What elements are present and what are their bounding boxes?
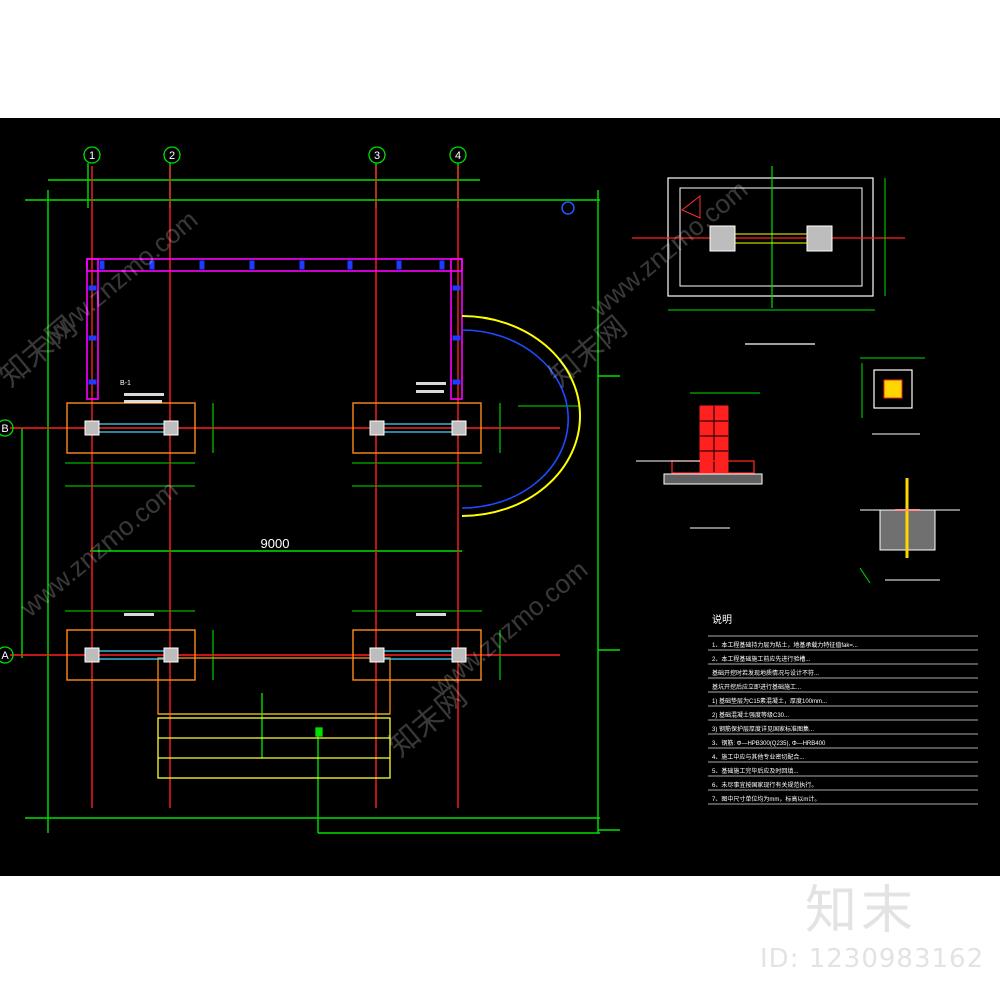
note-line: 4、施工中应与其他专业密切配合...	[712, 753, 805, 761]
structural-drawing: 1 2 3 4 B A	[0, 146, 978, 834]
axis-lines	[10, 166, 560, 808]
watermark-cn: 知末网	[383, 680, 473, 763]
watermark-cn: 知末网	[543, 310, 633, 393]
axis-label-2: 2	[169, 150, 175, 162]
axis-label-1: 1	[89, 150, 95, 162]
axis-bubbles: 1 2 3 4 B A	[0, 146, 467, 664]
detail-anchor	[859, 478, 960, 584]
axis-label-3: 3	[374, 150, 380, 162]
axis-bubble-2: 2	[163, 146, 181, 164]
wall-outline	[86, 258, 463, 400]
note-line: 基坑开挖后应立即进行基础施工...	[712, 683, 801, 691]
axis-bubble-B: B	[0, 419, 14, 437]
note-line: 7、图中尺寸单位均为mm，标高以m计。	[712, 795, 820, 803]
notes-block: 说明 1、本工程基础持力层为粘土，地基承载力特征值fak=... 2、本工程基础…	[708, 613, 978, 805]
entrance-arcs	[461, 315, 581, 517]
steps	[157, 717, 391, 779]
axis-label-B: B	[1, 423, 8, 435]
axis-bubble-3: 3	[368, 146, 386, 164]
image-id-text: ID: 1230983162	[760, 944, 985, 974]
detail-column-section	[860, 357, 925, 435]
main-dimension-label: 9000	[261, 536, 290, 551]
axis-bubble-1: 1	[83, 146, 101, 164]
note-line: 基础开挖时若发现地质情况与设计不符...	[712, 669, 819, 677]
note-line: 5、基础施工完毕后应及时回填...	[712, 767, 799, 775]
brand-logo-text: 知末	[805, 881, 918, 941]
note-line: 3) 钢筋保护层厚度详见国家标准图集...	[712, 725, 814, 733]
note-line: 1) 基础垫层为C15素混凝土，厚度100mm...	[712, 697, 827, 705]
notes-title: 说明	[712, 613, 732, 626]
detail-footing-plan	[632, 166, 905, 345]
north-mark-icon	[561, 201, 575, 215]
watermark-site: www.znzmo.com	[424, 554, 593, 703]
note-line: 2) 基础混凝土强度等级C30...	[712, 711, 789, 719]
footings	[66, 402, 482, 715]
axis-label-A: A	[1, 650, 9, 662]
footing-tag-label: B-1	[120, 380, 131, 387]
leader-notes	[124, 382, 446, 616]
note-line: 6、未尽事宜按国家现行有关规范执行。	[712, 781, 817, 789]
note-line: 3、钢筋: Φ—HPB300(Q235), Φ—HRB400	[712, 739, 826, 747]
watermark-site: www.znzmo.com	[14, 474, 183, 623]
note-line: 2、本工程基础施工前应先进行验槽...	[712, 655, 811, 663]
axis-bubble-A: A	[0, 646, 14, 664]
axis-label-4: 4	[455, 150, 461, 162]
detail-footing-section	[636, 392, 763, 529]
cad-drawing-canvas: 1 2 3 4 B A	[0, 118, 1000, 876]
note-line: 1、本工程基础持力层为粘土，地基承载力特征值fak=...	[712, 641, 858, 649]
axis-bubble-4: 4	[449, 146, 467, 164]
